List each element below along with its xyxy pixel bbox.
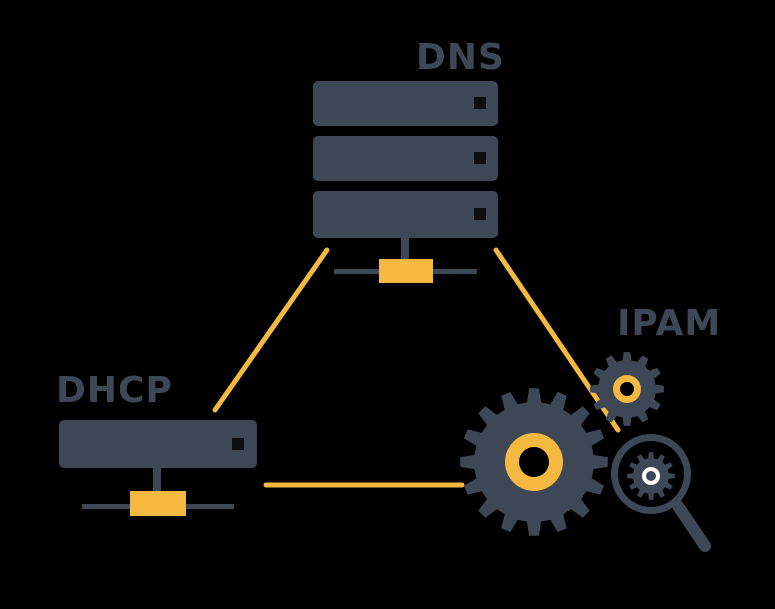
dhcp-server-port — [232, 438, 244, 450]
ipam-label: IPAM — [617, 303, 722, 344]
dns-server-port-1 — [474, 97, 486, 109]
dns-server-icon — [313, 81, 498, 283]
dns-server-stem — [401, 238, 409, 260]
magnifier-gear-hole — [646, 471, 656, 481]
small-gear-hole — [620, 382, 634, 396]
dhcp-network-switch — [130, 491, 186, 516]
magnifier-handle — [672, 500, 711, 552]
dns-server-port-2 — [474, 152, 486, 164]
dns-server-unit-1 — [313, 81, 498, 126]
dns-network-switch — [379, 259, 433, 283]
dhcp-label: DHCP — [56, 370, 173, 411]
dhcp-server-stem — [153, 468, 161, 492]
link-dns-dhcp — [212, 247, 330, 413]
connection-lines — [212, 247, 621, 488]
large-gear-hole — [519, 447, 549, 477]
ipam-icon — [460, 352, 711, 552]
dhcp-server-unit — [59, 420, 257, 468]
dns-label: DNS — [416, 37, 505, 78]
link-dns-ipam — [493, 247, 621, 433]
dns-server-unit-2 — [313, 136, 498, 181]
dns-server-port-3 — [474, 208, 486, 220]
dhcp-server-icon — [59, 420, 257, 516]
dns-server-unit-3 — [313, 191, 498, 238]
